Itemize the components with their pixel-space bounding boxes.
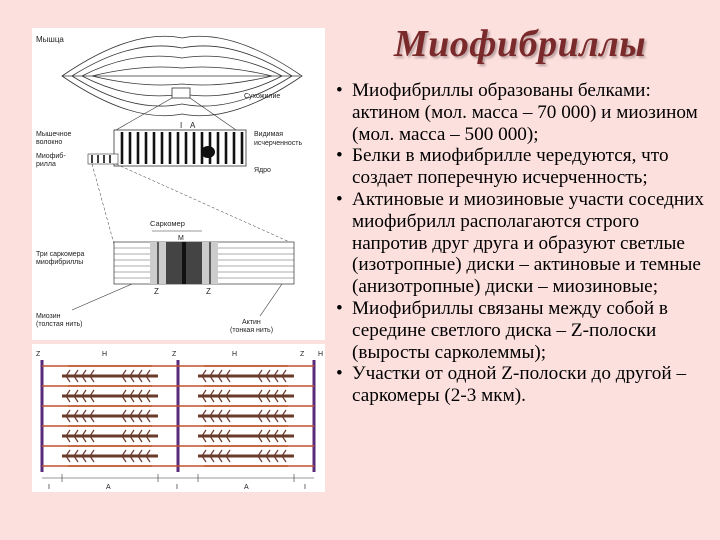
muscle-structure-diagram: Мышца Сухожилие — [32, 28, 325, 340]
bottom-label-a-1: A — [106, 484, 111, 491]
bullet-text: Актиновые и миозиновые участи соседних м… — [352, 188, 704, 298]
bullet-dot: • — [336, 80, 343, 101]
bullet-item: • Белки в миофибрилле чередуются, что соз… — [334, 145, 714, 189]
bullet-item: • Миофибриллы образованы белками: актином… — [334, 80, 714, 145]
band-i-label: I — [180, 121, 182, 130]
band-a-label: A — [190, 121, 196, 130]
muscle-fiber-drawing — [87, 129, 247, 167]
slide-title: Миофибриллы — [393, 23, 647, 65]
bullet-list: • Миофибриллы образованы белками: актином… — [334, 80, 714, 407]
nucleus-label: Ядро — [254, 167, 271, 174]
fiber-label-line1: Мышечное — [36, 131, 72, 138]
bullet-text: Миофибриллы связаны между собой в середи… — [352, 297, 668, 363]
myosin-label-line1: Миозин — [36, 313, 61, 320]
bullet-item: • Актиновые и миозиновые участи соседних … — [334, 189, 714, 298]
actin-label-line1: Актин — [242, 319, 261, 326]
sarcomere-label: Саркомер — [150, 219, 185, 228]
z-left-label: Z — [154, 287, 159, 296]
bottom-label-i-1: I — [48, 484, 50, 491]
bullet-dot: • — [336, 297, 343, 319]
bottom-label-a-2: A — [244, 484, 249, 491]
three-sarcomeres-label-line1: Три саркомера — [36, 251, 85, 258]
myosin-heads — [65, 369, 287, 463]
striation-label-line1: Видимая — [254, 131, 283, 138]
three-sarcomeres-label-line2: миофибриллы — [36, 258, 83, 266]
bullet-dot: • — [336, 188, 343, 210]
bottom-label-i-2: I — [176, 484, 178, 491]
top-label-z-2: Z — [172, 351, 177, 358]
m-line-label: M — [178, 235, 184, 242]
z-lines — [40, 360, 316, 472]
tendon-label: Сухожилие — [244, 93, 280, 100]
actin-filaments — [42, 365, 314, 467]
z-right-label: Z — [206, 287, 211, 296]
bullet-item: • Участки от одной Z-полоски до другой – … — [334, 363, 714, 407]
top-label-z-3: Z — [300, 351, 305, 358]
top-label-z-1: Z — [36, 351, 41, 358]
muscle-spindle-drawing — [61, 35, 303, 117]
fiber-label-line2: волокно — [36, 139, 62, 146]
myosin-label-line2: (толстая нить) — [36, 321, 83, 328]
bullet-text: Миофибриллы образованы белками: актином … — [352, 80, 698, 145]
bullet-item: • Миофибриллы связаны между собой в серед… — [334, 298, 714, 363]
top-label-h-1: H — [102, 351, 107, 358]
bullet-text: Белки в миофибрилле чередуются, что созд… — [352, 145, 669, 189]
myofibril-label-line2: рилла — [36, 161, 56, 168]
myofibril-label-line1: Миофиб- — [36, 152, 66, 160]
myofilament-diagram: Z H Z H Z H — [32, 344, 325, 492]
bottom-label-i-3: I — [304, 484, 306, 491]
bullet-dot: • — [336, 145, 343, 167]
top-label-h-2: H — [232, 351, 237, 358]
sarcomere-drawing — [113, 241, 295, 285]
actin-label-line2: (тонкая нить) — [230, 327, 273, 334]
bullet-dot: • — [336, 363, 343, 385]
bullet-text: Участки от одной Z-полоски до другой – с… — [352, 363, 687, 407]
muscle-label: Мышца — [36, 35, 64, 44]
myosin-filaments — [62, 374, 294, 458]
top-label-h-3: H — [318, 351, 323, 358]
striation-label-line2: исчерченность — [254, 140, 302, 147]
